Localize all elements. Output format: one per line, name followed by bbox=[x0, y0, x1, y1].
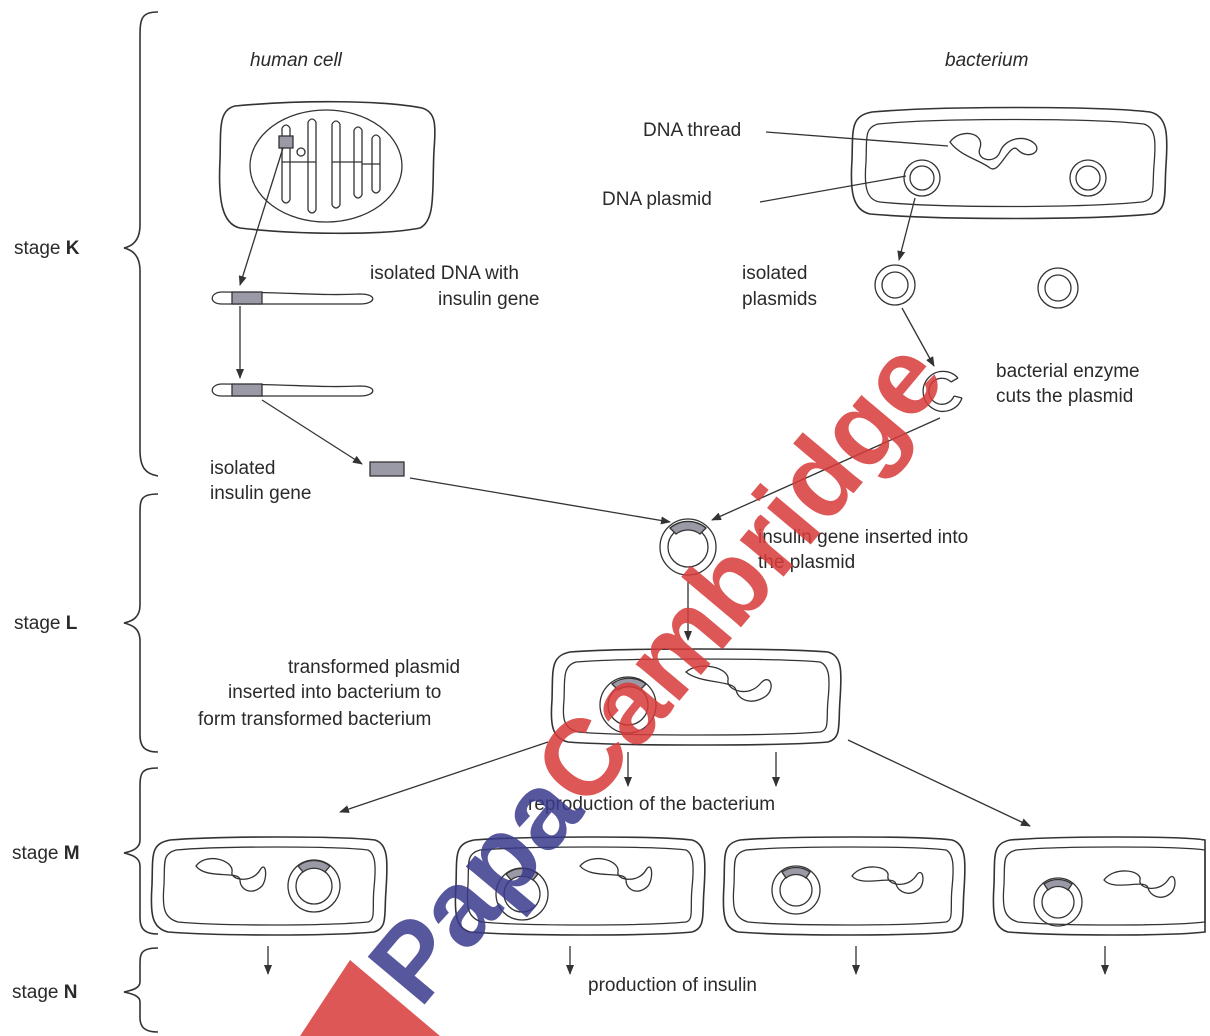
isolated-plasmid-2 bbox=[1038, 268, 1078, 308]
isolated-plasmids-label-2: plasmids bbox=[742, 289, 817, 310]
nucleus bbox=[250, 110, 402, 222]
enzyme-label-2: cuts the plasmid bbox=[996, 386, 1133, 407]
stage-m-label: stage M bbox=[12, 843, 80, 864]
production-label: production of insulin bbox=[588, 975, 757, 996]
isolated-insulin-gene bbox=[370, 462, 404, 476]
human-cell bbox=[220, 102, 435, 234]
isolated-dna-label-2: insulin gene bbox=[438, 289, 539, 310]
daughter-bacterium-1 bbox=[151, 837, 387, 935]
isolated-gene-label-1: isolated bbox=[210, 458, 276, 479]
dna-thread-label: DNA thread bbox=[643, 120, 741, 141]
bacterium-heading: bacterium bbox=[945, 50, 1028, 71]
isolated-plasmid bbox=[875, 265, 915, 305]
stage-k-label: stage K bbox=[14, 238, 80, 259]
insulin-gene-marker bbox=[279, 136, 293, 148]
isolated-dna-strand bbox=[212, 292, 373, 304]
cut-dna-strand bbox=[212, 384, 373, 396]
daughter-bacterium-3 bbox=[723, 837, 965, 935]
stage-l-brace bbox=[124, 494, 158, 752]
stage-n-brace bbox=[124, 948, 158, 1032]
human-cell-heading: human cell bbox=[250, 50, 343, 71]
daughter-bacterium-4 bbox=[993, 837, 1205, 935]
stage-m-brace bbox=[124, 768, 158, 934]
isolated-plasmids-label-1: isolated bbox=[742, 263, 808, 284]
stage-l-label: stage L bbox=[14, 613, 78, 634]
stage-n-label: stage N bbox=[12, 982, 78, 1003]
transformed-label-1: transformed plasmid bbox=[288, 657, 460, 678]
isolated-gene-label-2: insulin gene bbox=[210, 483, 311, 504]
transformed-label-3: form transformed bacterium bbox=[198, 709, 431, 730]
stage-k-brace bbox=[124, 12, 158, 476]
dna-plasmid-label: DNA plasmid bbox=[602, 189, 712, 210]
transformed-label-2: inserted into bacterium to bbox=[228, 682, 441, 703]
enzyme-label-1: bacterial enzyme bbox=[996, 361, 1140, 382]
isolated-dna-label-1: isolated DNA with bbox=[370, 263, 519, 284]
bacterium-cell bbox=[851, 108, 1166, 219]
